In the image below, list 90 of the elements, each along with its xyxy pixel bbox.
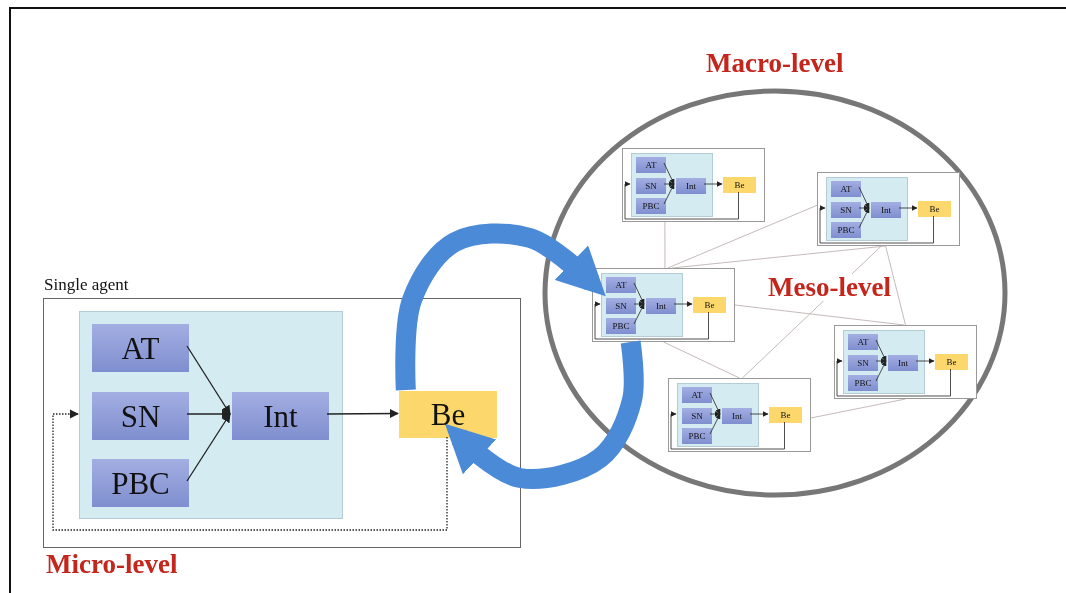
curved-arrow xyxy=(444,340,644,489)
construct-box xyxy=(871,202,901,218)
construct-box xyxy=(848,334,878,350)
construct-label: AT xyxy=(840,184,852,194)
construct-label: SN xyxy=(615,301,627,311)
construct-label: Int xyxy=(732,411,742,421)
construct-label: PBC xyxy=(854,378,872,388)
construct-label: Int xyxy=(263,400,298,432)
construct-label: Be xyxy=(929,204,940,214)
behaviour-box xyxy=(399,391,497,438)
construct-label: Be xyxy=(946,357,957,367)
agent-frame xyxy=(834,325,977,399)
construct-label: Int xyxy=(881,205,891,215)
construct-label: Int xyxy=(656,301,666,311)
construct-label: AT xyxy=(645,160,657,170)
curved-arrow xyxy=(395,223,606,391)
construct-box xyxy=(636,178,666,194)
construct-label: Be xyxy=(704,300,715,310)
construct-label: Int xyxy=(686,181,696,191)
construct-label: AT xyxy=(615,280,627,290)
construct-box xyxy=(636,198,666,214)
construct-label: PBC xyxy=(837,225,855,235)
construct-box xyxy=(92,392,189,440)
construct-box xyxy=(848,355,878,371)
agent-frame xyxy=(668,378,811,452)
agent-heading: Single agent xyxy=(44,276,129,293)
level-title: Micro-level xyxy=(46,551,178,578)
construct-box xyxy=(831,202,861,218)
construct-box xyxy=(646,298,676,314)
connector-line xyxy=(885,245,906,326)
behaviour-box xyxy=(693,297,726,313)
construct-panel xyxy=(79,311,343,519)
construct-box xyxy=(606,277,636,293)
construct-label: PBC xyxy=(688,431,706,441)
construct-panel xyxy=(677,383,759,447)
behaviour-box xyxy=(723,177,756,193)
behaviour-box xyxy=(918,201,951,217)
construct-box xyxy=(92,459,189,507)
connector-line xyxy=(667,204,818,269)
construct-box xyxy=(676,178,706,194)
construct-panel xyxy=(631,153,713,217)
construct-label: PBC xyxy=(111,467,170,499)
construct-box xyxy=(92,324,189,372)
connector-line xyxy=(671,245,887,269)
construct-box xyxy=(232,392,329,440)
construct-box xyxy=(682,387,712,403)
arrow xyxy=(186,409,231,419)
construct-panel xyxy=(843,330,925,394)
construct-box xyxy=(831,222,861,238)
construct-label: AT xyxy=(857,337,869,347)
construct-box xyxy=(682,428,712,444)
arrow xyxy=(186,345,231,415)
agent-frame xyxy=(592,268,735,342)
construct-label: AT xyxy=(121,332,160,364)
behaviour-box xyxy=(769,407,802,423)
agent-frame xyxy=(817,172,960,246)
construct-box xyxy=(848,375,878,391)
construct-label: SN xyxy=(840,205,852,215)
construct-panel xyxy=(601,273,683,337)
connector-line xyxy=(663,341,740,379)
construct-label: AT xyxy=(691,390,703,400)
arrow xyxy=(326,409,399,419)
construct-box xyxy=(682,408,712,424)
connector-line xyxy=(741,245,882,379)
construct-label: SN xyxy=(120,400,161,432)
construct-panel xyxy=(826,177,908,241)
construct-box xyxy=(888,355,918,371)
construct-label: SN xyxy=(645,181,657,191)
connector-line xyxy=(810,398,906,419)
arrow xyxy=(186,413,231,482)
construct-box xyxy=(606,318,636,334)
construct-box xyxy=(722,408,752,424)
construct-label: SN xyxy=(691,411,703,421)
construct-label: Int xyxy=(898,358,908,368)
behaviour-box xyxy=(935,354,968,370)
level-title: Meso-level xyxy=(768,274,891,301)
connector-line xyxy=(734,304,905,326)
connector-line xyxy=(664,221,666,269)
construct-label: Be xyxy=(430,399,466,430)
construct-label: PBC xyxy=(612,321,630,331)
construct-box xyxy=(831,181,861,197)
level-title: Macro-level xyxy=(706,50,844,77)
construct-label: Be xyxy=(780,410,791,420)
agent-frame xyxy=(622,148,765,222)
construct-label: Be xyxy=(734,180,745,190)
construct-box xyxy=(606,298,636,314)
dotted-feedback-arrow xyxy=(52,409,448,531)
construct-label: SN xyxy=(857,358,869,368)
construct-label: PBC xyxy=(642,201,660,211)
construct-box xyxy=(636,157,666,173)
